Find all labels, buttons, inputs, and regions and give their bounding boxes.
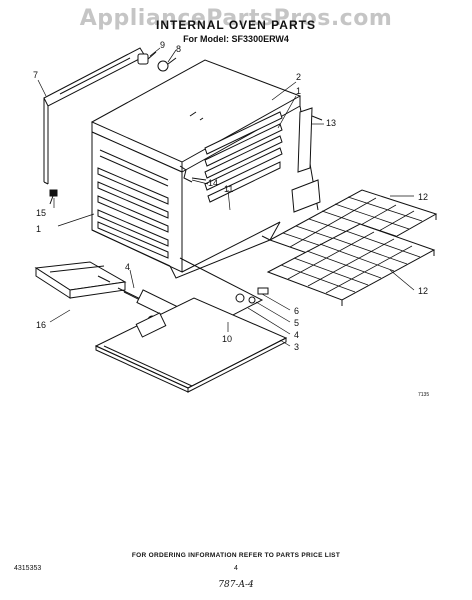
callout-1: 1 <box>36 224 41 234</box>
callout-9: 9 <box>160 40 165 50</box>
diagram-title: INTERNAL OVEN PARTS <box>156 18 316 32</box>
callout-12-upper: 12 <box>418 192 428 202</box>
oven-bottom-panel-item-3 <box>94 297 288 393</box>
ordering-info-footer: FOR ORDERING INFORMATION REFER TO PARTS … <box>131 552 341 559</box>
callout-4-upper: 4 <box>125 262 130 272</box>
callout-8: 8 <box>176 44 181 54</box>
callout-10: 10 <box>222 334 232 344</box>
callout-11: 11 <box>224 184 233 194</box>
spark-igniter-item-6 <box>257 287 269 295</box>
callout-numbers: 7 9 8 2 1 13 15 1 14 11 12 12 4 16 6 5 4… <box>33 40 428 352</box>
oven-cavity-liner <box>91 105 321 279</box>
watermark: AppliancePartsPros.com <box>79 6 393 31</box>
screw-item-15 <box>49 189 58 205</box>
document-number: 4315353 <box>14 565 42 572</box>
callout-3: 3 <box>294 342 299 352</box>
bracket-item-13 <box>297 107 323 173</box>
oven-rack-lower <box>266 223 436 306</box>
callout-15: 15 <box>36 208 46 218</box>
page-number: 4 <box>234 565 238 572</box>
clip-item-14 <box>179 165 207 183</box>
callout-16: 16 <box>36 320 46 330</box>
light-bulb-item-8 <box>157 57 177 72</box>
front-trim-item-16 <box>34 261 127 299</box>
callout-7: 7 <box>33 70 38 80</box>
callout-6: 6 <box>294 306 299 316</box>
figure-code: 7135 <box>418 392 430 398</box>
callout-5: 5 <box>294 318 299 328</box>
leader-lines <box>37 47 415 347</box>
handwritten-note: 787-A-4 <box>218 580 254 590</box>
callout-2: 2 <box>296 72 301 82</box>
side-panel-item-7 <box>43 47 146 185</box>
callout-1-top: 1 <box>296 86 301 96</box>
right-wall-rack-slots <box>204 105 321 213</box>
callout-13: 13 <box>326 118 336 128</box>
model-line: For Model: SF3300ERW4 <box>183 34 289 44</box>
callout-12-lower: 12 <box>418 286 428 296</box>
callout-14: 14 <box>208 178 218 188</box>
light-socket-item-9 <box>137 51 157 65</box>
callout-4-lower: 4 <box>294 330 299 340</box>
left-wall-rack-slots <box>97 149 169 259</box>
